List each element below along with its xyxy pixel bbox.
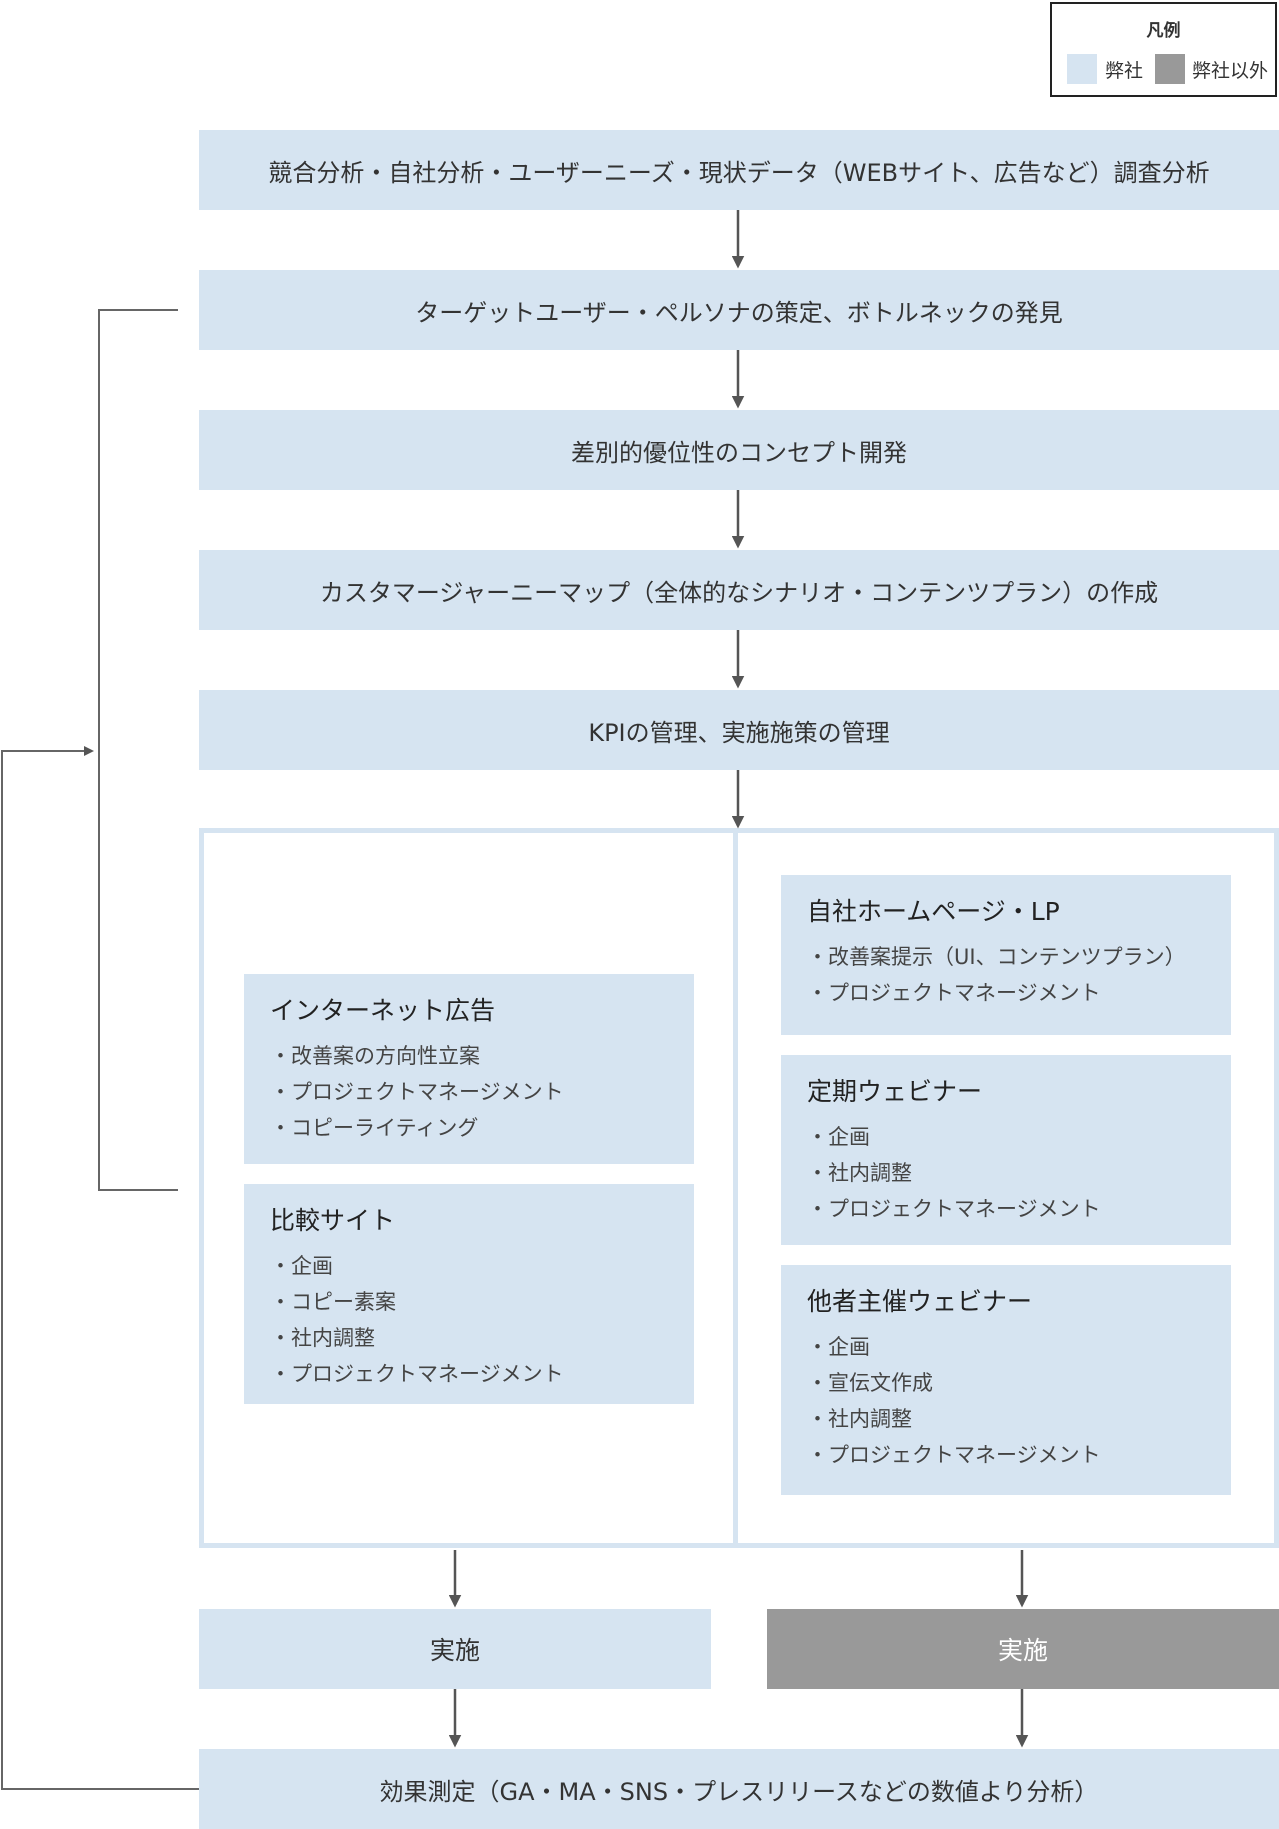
feedback-loop-arrow [1,746,199,1790]
card-item: ・コピーライティング [270,1116,479,1140]
card-external-webinar: 他者主催ウェビナー ・企画 ・宣伝文作成 ・社内調整 ・プロジェクトマネージメン… [781,1265,1231,1495]
card-title: 比較サイト [270,1206,396,1235]
card-item: ・プロジェクトマネージメント [270,1080,564,1104]
channels-divider [733,828,738,1548]
card-item: ・宣伝文作成 [807,1371,933,1395]
card-title: 定期ウェビナー [807,1077,983,1106]
card-item: ・社内調整 [807,1407,912,1431]
execution-own: 実施 [199,1609,711,1689]
card-item: ・企画 [270,1254,333,1278]
step-persona-bottleneck: ターゲットユーザー・ペルソナの策定、ボトルネックの発見 [199,270,1279,350]
legend-swatch-other [1155,54,1185,84]
card-item: ・コピー素案 [270,1290,396,1314]
card-item: ・プロジェクトマネージメント [270,1362,564,1386]
legend-label-other: 弊社以外 [1192,60,1269,82]
card-title: インターネット広告 [270,996,496,1025]
step-customer-journey-map: カスタマージャーニーマップ（全体的なシナリオ・コンテンツプラン）の作成 [199,550,1279,630]
card-item: ・社内調整 [270,1326,375,1350]
execution-other: 実施 [767,1609,1279,1689]
card-item: ・社内調整 [807,1161,912,1185]
card-item: ・企画 [807,1335,870,1359]
step-concept-development: 差別的優位性のコンセプト開発 [199,410,1279,490]
card-item: ・改善案提示（UI、コンテンツプラン） [807,945,1186,969]
card-item: ・改善案の方向性立案 [270,1044,480,1068]
card-comparison-site: 比較サイト ・企画 ・コピー素案 ・社内調整 ・プロジェクトマネージメント [244,1184,694,1404]
step-effect-measurement: 効果測定（GA・MA・SNS・プレスリリースなどの数値より分析） [199,1749,1279,1829]
step-research-analysis: 競合分析・自社分析・ユーザーニーズ・現状データ（WEBサイト、広告など）調査分析 [199,130,1279,210]
card-regular-webinar: 定期ウェビナー ・企画 ・社内調整 ・プロジェクトマネージメント [781,1055,1231,1245]
legend-label-own: 弊社 [1105,60,1144,82]
card-title: 自社ホームページ・LP [807,897,1060,926]
card-item: ・プロジェクトマネージメント [807,981,1101,1005]
card-item: ・プロジェクトマネージメント [807,1197,1101,1221]
card-item: ・プロジェクトマネージメント [807,1443,1101,1467]
card-item: ・企画 [807,1125,870,1149]
feedback-bracket [98,309,178,1191]
legend: 凡例 弊社 弊社以外 [1050,2,1277,97]
legend-title: 凡例 [1146,21,1181,41]
card-homepage-lp: 自社ホームページ・LP ・改善案提示（UI、コンテンツプラン） ・プロジェクトマ… [781,875,1231,1035]
card-internet-ad: インターネット広告 ・改善案の方向性立案 ・プロジェクトマネージメント ・コピー… [244,974,694,1164]
legend-swatch-own [1067,54,1097,84]
card-title: 他者主催ウェビナー [807,1287,1033,1316]
step-kpi-management: KPIの管理、実施施策の管理 [199,690,1279,770]
